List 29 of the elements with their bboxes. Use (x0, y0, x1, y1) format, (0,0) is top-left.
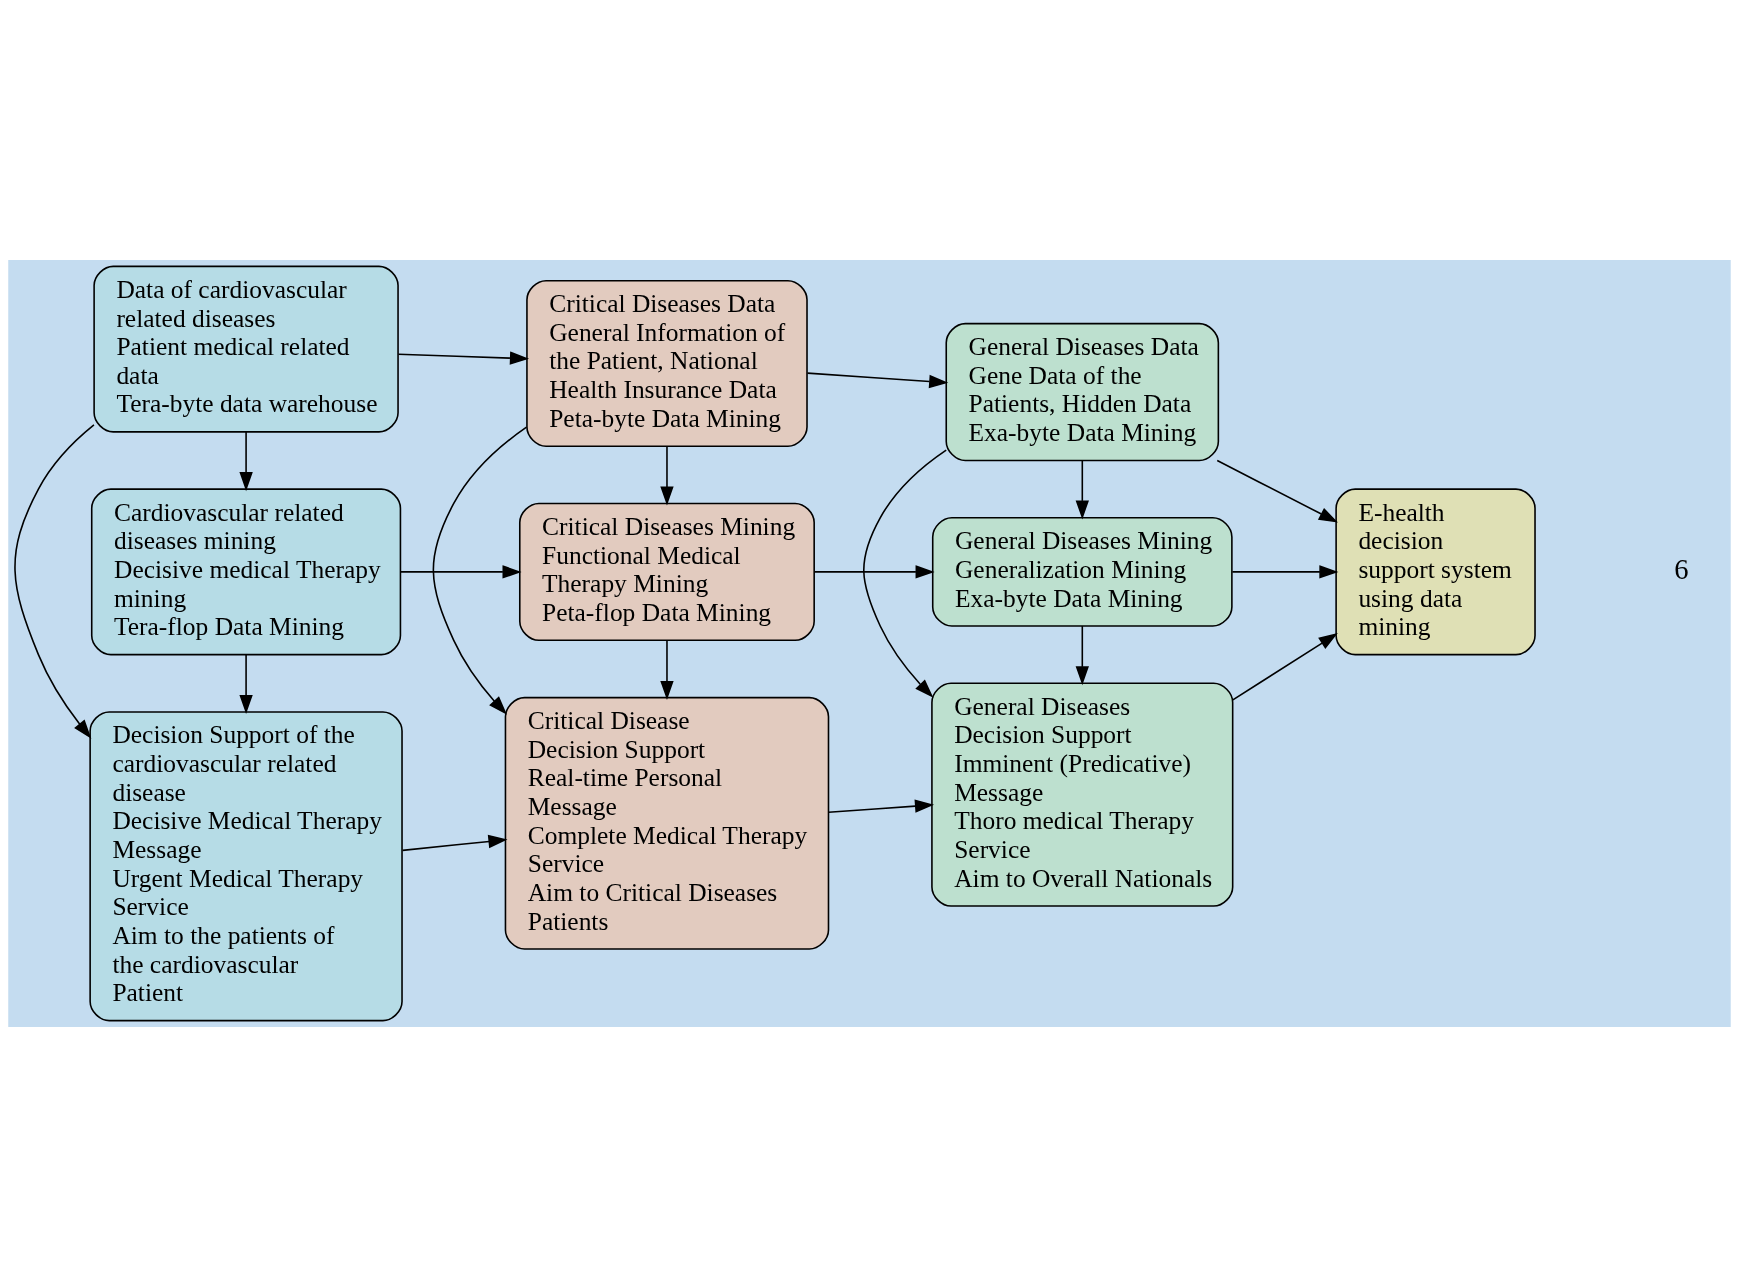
arrow (401, 834, 508, 852)
arrow (1075, 625, 1089, 686)
node-box: Data of cardiovascular related diseases Patient medical related data Tera-byte data warehouse (93, 265, 399, 433)
node-box: General Diseases Mining Generalization Mining Exa-byte Data Mining (931, 517, 1233, 627)
arrow (239, 431, 253, 492)
node-box: General Diseases Decision Support Imminent (Predicative) Message Thoro medical Therapy Service Aim to Overall Nationals (931, 682, 1234, 907)
arrow (1232, 633, 1338, 701)
arrow (400, 565, 522, 579)
arrow (813, 565, 935, 579)
node-box: Cardiovascular related diseases mining Decisive medical Therapy mining Tera-flop Data Mining (90, 488, 402, 656)
arrow (1075, 460, 1089, 520)
node-box: E-health decision support system using data mining (1335, 488, 1536, 656)
node-box: Decision Support of the cardiovascular related disease Decisive Medical Therapy Message Urgent Medical Therapy Service Aim to the patients of the cardiovascular Patient (89, 711, 403, 1022)
arrow (1231, 565, 1339, 579)
arrow (806, 372, 949, 389)
arrow (863, 449, 947, 698)
arrow (660, 445, 674, 506)
arrow (1216, 459, 1338, 523)
arrow (827, 799, 935, 813)
arrow (660, 639, 674, 700)
arrow (14, 424, 95, 739)
arrow (239, 654, 253, 714)
label: 6 (1674, 552, 1689, 585)
node-box: Critical Diseases Data General Information of the Patient, National Health Insurance Data Peta-byte Data Mining (526, 279, 808, 447)
arrow (397, 351, 530, 365)
arrow (432, 426, 528, 715)
node-box: Critical Disease Decision Support Real-time Personal Message Complete Medical Therapy Service Aim to Critical Diseases Patients (504, 696, 830, 950)
node-box: General Diseases Data Gene Data of the Patients, Hidden Data Exa-byte Data Mining (945, 322, 1220, 462)
node-box: Critical Diseases Mining Functional Medical Therapy Mining Peta-flop Data Mining (519, 502, 815, 642)
